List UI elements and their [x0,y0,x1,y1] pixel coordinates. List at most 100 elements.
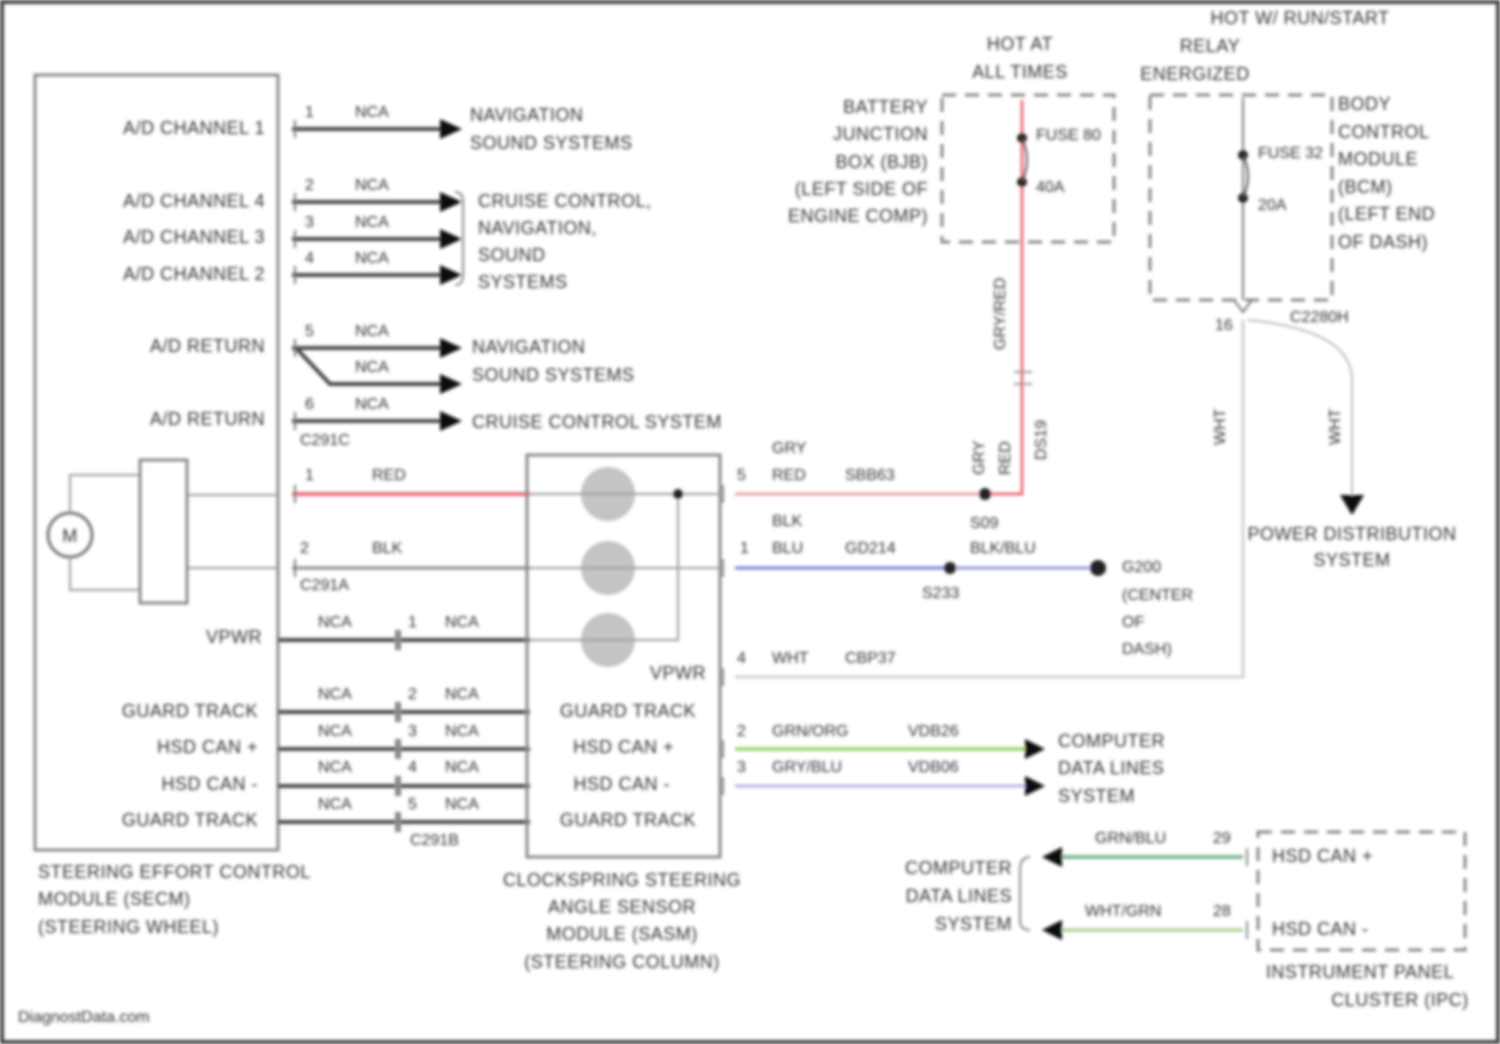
ground-label: (CENTER [1122,587,1193,604]
ipc-pin-label: HSD CAN - [1272,919,1369,939]
wire-code: NCA [355,396,389,413]
sasm-name-line: MODULE (SASM) [546,924,698,944]
arrowheads-top [440,119,462,431]
wire-color: WHT/GRN [1085,903,1161,920]
pin-number: 4 [305,250,314,267]
destination-line: SOUND SYSTEMS [470,133,633,153]
sasm-pin-label: GUARD TRACK [560,701,696,721]
pin-number: 3 [305,214,314,231]
pin-number: 5 [408,796,417,813]
destination-line: CRUISE CONTROL, [478,191,652,211]
motor-label: M [62,526,78,546]
ipc-bracket [1020,857,1030,930]
wire-color: BLK [372,540,403,557]
sasm-name-line: (STEERING COLUMN) [524,952,720,972]
pin-number: 6 [305,396,314,413]
ground-label: OF [1122,614,1144,631]
motor-driver-block [140,460,187,603]
sasm-pin-label: VPWR [650,663,706,683]
arrow-can-plus [1025,739,1045,759]
wire-color: WHT [1212,408,1229,445]
ground-g200-icon [1090,560,1106,576]
wire-code: NCA [355,359,389,376]
bjb-box [942,95,1114,242]
bcm-name-line: OF DASH) [1338,232,1428,252]
secm-name-line: (STEERING WHEEL) [38,917,219,937]
wire-code: NCA [318,614,352,631]
wire-code: NCA [445,723,479,740]
splice-label: S233 [922,585,959,602]
pin-number: 5 [737,467,746,484]
circuit-id: SBB63 [845,467,895,484]
wire-color: GRY/RED [992,277,1009,350]
power-dist-line: SYSTEM [1313,550,1390,570]
motor-leads [70,475,140,590]
wire-code: NCA [445,686,479,703]
destination-line: CRUISE CONTROL SYSTEM [472,412,722,432]
connector-id: C291B [410,832,459,849]
bjb-name-line: ENGINE COMP) [788,206,928,226]
pin-number: 3 [408,723,417,740]
secm-pin-label: HSD CAN - [161,774,258,794]
bjb-header-line: HOT AT [987,34,1053,54]
secm-pin-label: VPWR [206,627,262,647]
circuit-id: VDB06 [908,759,959,776]
wht-wire [735,320,1243,677]
destination-line: NAVIGATION, [478,218,597,238]
bcm-name-line: BODY [1338,94,1391,114]
secm-name-line: STEERING EFFORT CONTROL [38,862,311,882]
sasm-internal-wires [530,494,720,640]
sasm-pin-label: HSD CAN + [573,737,674,757]
bcm-name-line: (LEFT END [1338,204,1435,224]
secm-pin-label: A/D CHANNEL 2 [123,264,265,284]
arrow-can-minus [1025,776,1045,796]
computer-lines-line: COMPUTER [905,858,1012,878]
fuse-label: FUSE 80 [1036,127,1101,144]
secm-pin-label: GUARD TRACK [122,701,258,721]
circuit-id: CBP37 [845,650,896,667]
wire-color: RED [772,467,806,484]
bjb-header-line: ALL TIMES [972,62,1068,82]
connector-id: C2280H [1290,309,1349,326]
connector-pin [1234,300,1252,312]
wire-code: NCA [445,796,479,813]
bjb-name-line: BATTERY [843,97,928,117]
wire-color: RED [372,467,406,484]
wire-color: RED [997,441,1014,475]
splice-dot [673,489,683,499]
secm-pin-label: A/D RETURN [150,409,265,429]
splice-s233 [944,562,956,574]
pin-number: 1 [740,540,749,557]
wire-code: NCA [445,759,479,776]
arrow-ipc-can-minus [1042,920,1062,940]
secm-pin-label: A/D CHANNEL 1 [123,118,265,138]
secm-pin-label: GUARD TRACK [122,810,258,830]
bcm-name-line: (BCM) [1338,177,1393,197]
computer-lines-line: DATA LINES [906,886,1012,906]
pin-number: 1 [305,104,314,121]
pin-number: 4 [408,759,417,776]
bjb-name-line: (LEFT SIDE OF [795,179,928,199]
bcm-header-line: HOT W/ RUN/START [1211,8,1390,28]
wire-color: GRN/ORG [772,723,848,740]
wire-code: NCA [355,104,389,121]
sasm-name-line: CLOCKSPRING STEERING [503,870,741,890]
wire-color: BLK [772,513,803,530]
splice-label: S09 [970,515,999,532]
motor-internal-wires [187,495,278,568]
computer-lines-line: SYSTEM [1058,786,1135,806]
secm-pin-label: A/D CHANNEL 3 [123,227,265,247]
secm-pin-label: A/D CHANNEL 4 [123,191,265,211]
fuse-amps: 20A [1258,197,1287,214]
circuit-id: DS19 [1033,420,1050,460]
bcm-name-line: MODULE [1338,149,1418,169]
wire-color: BLK/BLU [970,540,1036,557]
pin-number: 4 [737,650,746,667]
ipc-name-line: INSTRUMENT PANEL [1266,962,1454,982]
destination-line: NAVIGATION [470,105,583,125]
pin-number: 5 [305,323,314,340]
connector-id: C291A [300,577,349,594]
power-dist-line: POWER DISTRIBUTION [1247,524,1456,544]
